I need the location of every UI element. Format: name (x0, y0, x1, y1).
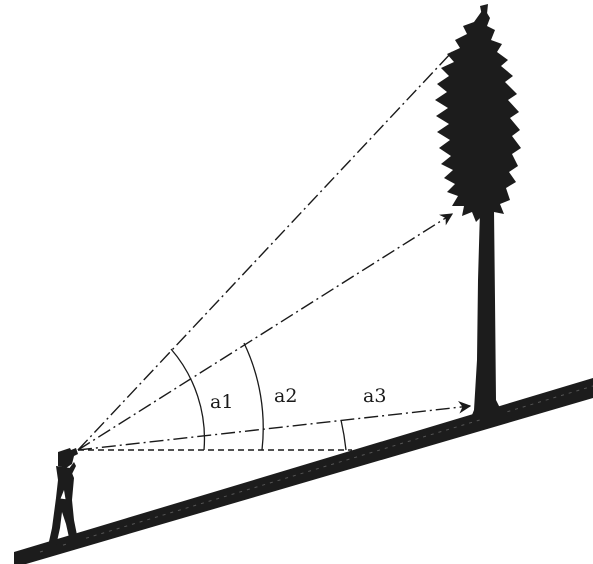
angle-arc-a1 (171, 349, 204, 450)
sight-line-tree-top (78, 52, 452, 450)
angle-label-a1: a1 (210, 391, 233, 413)
observer-person (44, 448, 82, 552)
angle-arc-a2 (244, 343, 263, 450)
tree-trunk (470, 210, 512, 420)
angle-label-a2: a2 (274, 385, 297, 407)
angle-arc-a3 (341, 420, 346, 450)
sloped-ground (14, 378, 593, 564)
angle-label-a3: a3 (363, 385, 386, 407)
tree-crown (435, 8, 521, 222)
